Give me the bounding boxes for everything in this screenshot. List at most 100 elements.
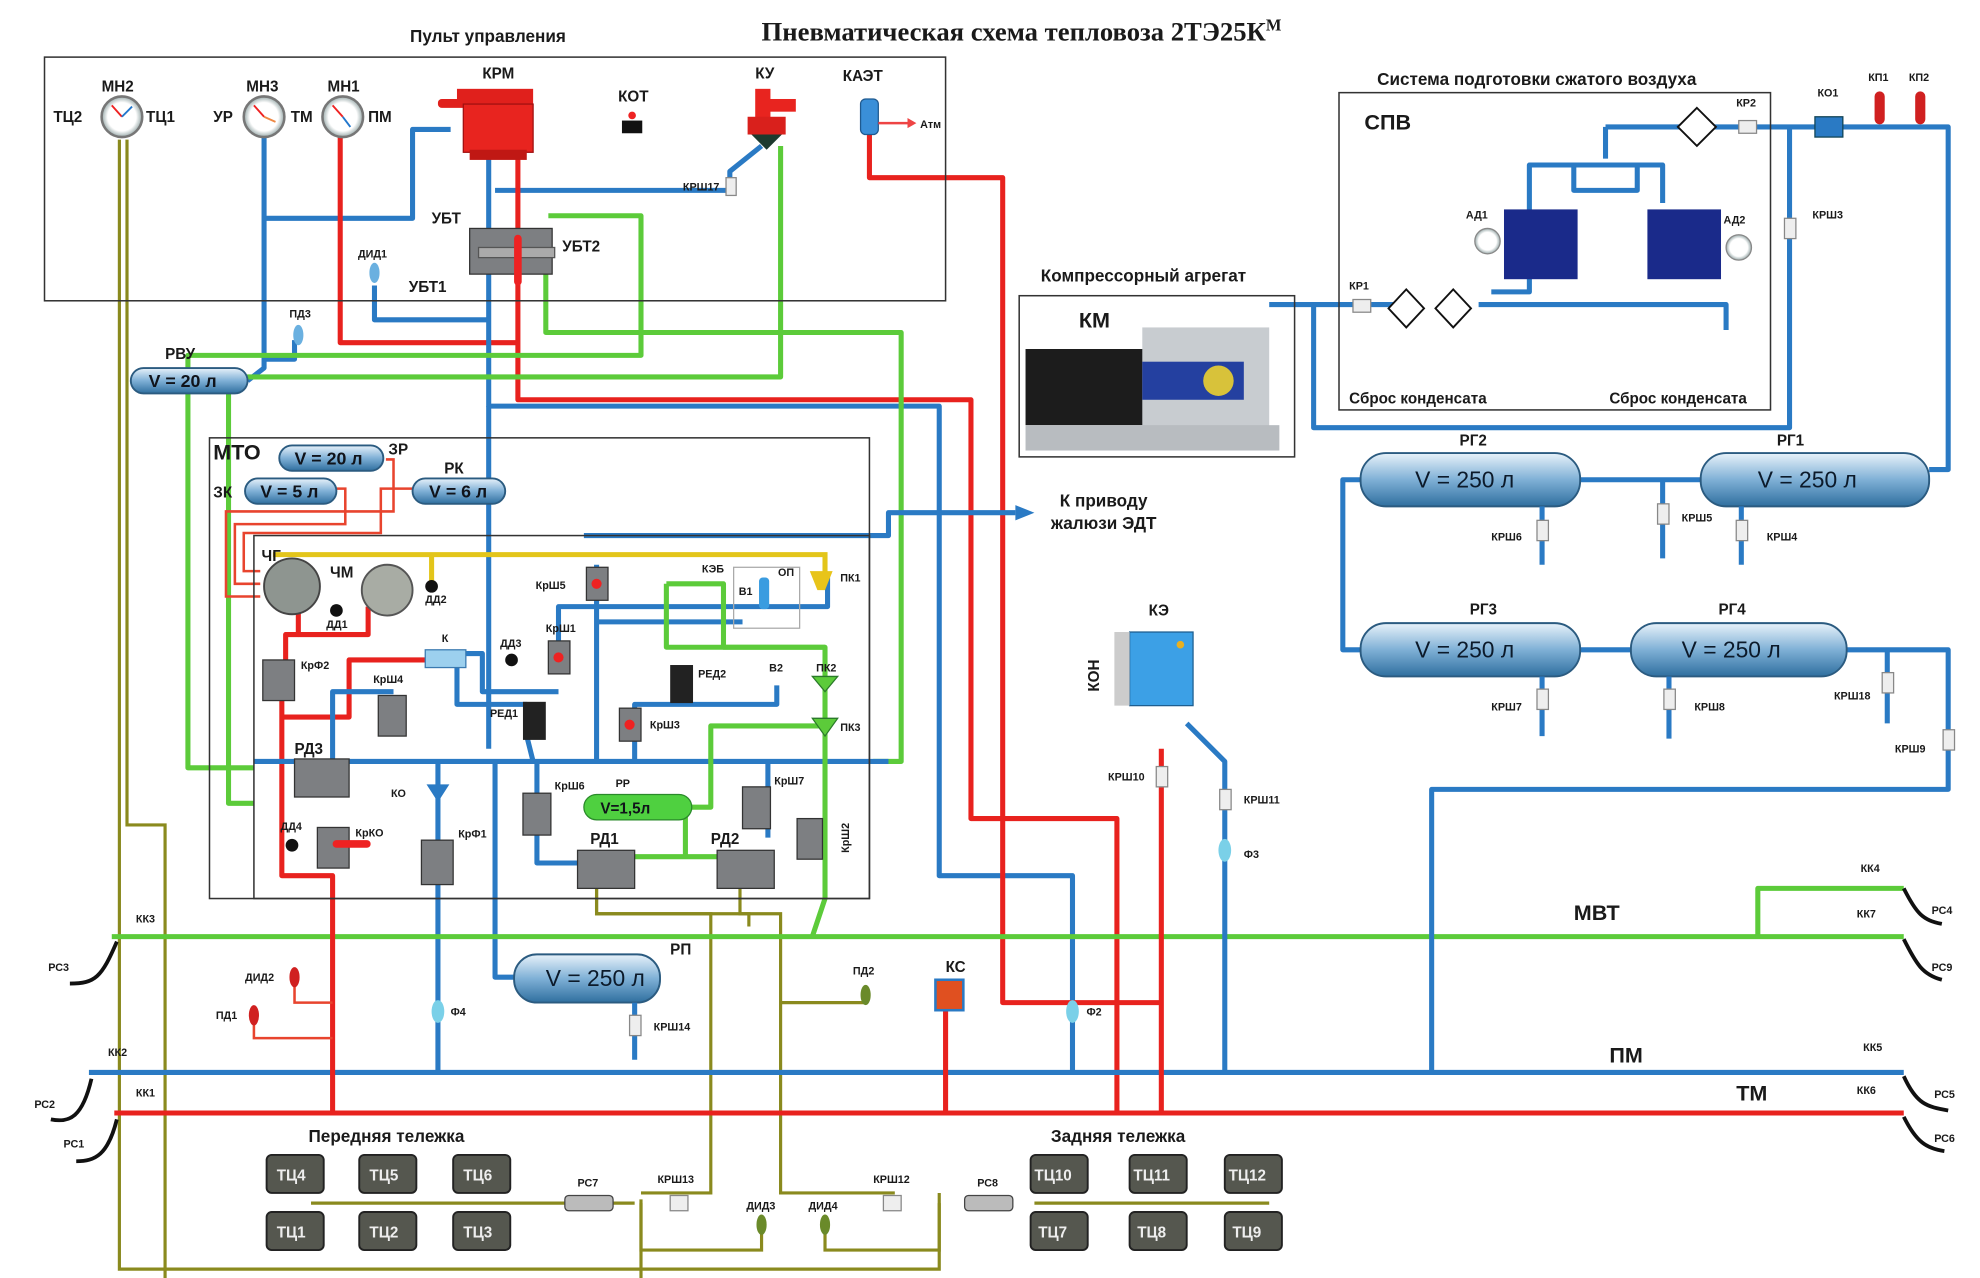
label-mn3: МН3 <box>246 78 278 95</box>
label-ko1: КО1 <box>1817 87 1838 99</box>
zk-volume: V = 5 л <box>260 481 318 501</box>
reservoir-rg4 <box>1629 622 1848 678</box>
cylinder-label: ТЦ5 <box>369 1167 398 1184</box>
label-tc1: ТЦ1 <box>146 109 175 126</box>
label-krsh7-mto: КрШ7 <box>774 775 804 787</box>
label-red2: РЕД2 <box>698 669 726 681</box>
label-rg1: РГ1 <box>1777 432 1805 449</box>
label-kp2: КП2 <box>1909 72 1929 84</box>
label-chm: ЧМ <box>330 564 353 581</box>
safety-valve-kp1 <box>1874 91 1885 125</box>
label-rd3: РД3 <box>295 741 324 758</box>
label-pm-gauge: ПМ <box>368 109 392 126</box>
hose-rs7 <box>564 1194 614 1212</box>
valve-kr2[interactable] <box>1738 119 1758 134</box>
label-dd2: ДД2 <box>425 594 446 606</box>
pk3-valve <box>811 717 839 738</box>
valve-krsh17[interactable] <box>725 177 737 197</box>
did1-sensor <box>369 262 380 284</box>
label-dd3: ДД3 <box>500 638 521 650</box>
gauge-mn1 <box>321 95 365 139</box>
valve-krf2[interactable] <box>262 659 296 702</box>
label-krko: КрКО <box>355 827 383 839</box>
rg2-volume: V = 250 л <box>1415 466 1514 492</box>
cylinder-label: ТЦ2 <box>369 1224 398 1241</box>
dryer-ad1 <box>1503 209 1578 280</box>
label-f3: Ф3 <box>1244 849 1259 861</box>
filter-f3 <box>1218 838 1232 862</box>
label-drain-left: Сброс конденсата <box>1349 391 1487 408</box>
label-tc2: ТЦ2 <box>53 109 82 126</box>
control-panel-box <box>43 56 947 302</box>
label-krf2: КрФ2 <box>301 660 329 672</box>
valve-krsh2-mto[interactable] <box>796 817 824 860</box>
cylinder-label: ТЦ12 <box>1229 1167 1266 1184</box>
arrow-right-icon <box>1015 505 1035 521</box>
valve-krsh7-mto[interactable] <box>741 786 772 830</box>
valve-krsh6-mto[interactable] <box>522 792 552 836</box>
did4-sensor <box>819 1214 831 1235</box>
label-rs6: РС6 <box>1934 1133 1955 1145</box>
label-krsh10: КРШ10 <box>1108 772 1145 784</box>
label-krm: КРМ <box>482 66 514 83</box>
valve-krsh10[interactable] <box>1155 765 1169 788</box>
label-krsh8: КРШ8 <box>1694 702 1725 714</box>
label-kon: КОН <box>1086 660 1103 692</box>
brake-lock-ubt <box>469 227 556 286</box>
label-rs2: РС2 <box>34 1099 55 1111</box>
label-mto: МТО <box>213 439 260 464</box>
label-rs5: РС5 <box>1934 1089 1955 1101</box>
shutter-drive-line1: К приводу <box>1060 490 1148 510</box>
label-mvt: МВТ <box>1574 900 1620 925</box>
rk-volume: V = 6 л <box>429 481 487 501</box>
label-zk: ЗК <box>213 484 233 501</box>
label-rs7: РС7 <box>578 1178 599 1190</box>
ko-valve <box>426 784 450 803</box>
label-krsh5-mto: КрШ5 <box>536 580 566 592</box>
air-prep-title: Система подготовки сжатого воздуха <box>1377 69 1697 89</box>
label-rg2: РГ2 <box>1460 432 1487 449</box>
label-kk2: КК2 <box>108 1047 127 1059</box>
valve-krsh12[interactable] <box>882 1194 902 1212</box>
filter-f4 <box>431 1000 445 1023</box>
label-kk6: КК6 <box>1857 1085 1876 1097</box>
label-kaet: КАЭТ <box>843 68 884 85</box>
label-krsh18: КРШ18 <box>1834 690 1871 702</box>
label-ur: УР <box>213 109 233 126</box>
kaet-device <box>859 98 917 136</box>
pd3-sensor <box>293 324 304 346</box>
label-krsh1-mto: КрШ1 <box>546 623 576 635</box>
k-block <box>424 649 467 669</box>
reservoir-rg2 <box>1359 452 1582 508</box>
pd1-sensor <box>248 1005 259 1026</box>
check-valve-ko1 <box>1814 116 1844 138</box>
valve-krsh11[interactable] <box>1219 788 1232 811</box>
label-ad2: АД2 <box>1724 214 1746 226</box>
label-krsh7: КРШ7 <box>1491 702 1522 714</box>
label-kp1: КП1 <box>1868 72 1888 84</box>
label-kk1: КК1 <box>136 1088 155 1100</box>
filter-3 <box>1676 106 1718 148</box>
cylinder-label: ТЦ10 <box>1034 1167 1071 1184</box>
label-did4: ДИД4 <box>809 1200 838 1212</box>
chg-device <box>263 557 321 616</box>
valve-krsh4-mto[interactable] <box>377 694 407 737</box>
valve-krko[interactable] <box>316 826 350 869</box>
cylinder-label: ТЦ11 <box>1133 1167 1170 1184</box>
label-chg: ЧГ <box>262 548 282 565</box>
compressor-title: Компрессорный агрегат <box>1041 266 1246 286</box>
valve-krsh13[interactable] <box>669 1194 689 1212</box>
tank-zr <box>278 444 385 472</box>
label-pk3: ПК3 <box>840 722 860 734</box>
valve-krsh3[interactable] <box>1783 217 1797 240</box>
red2-reducer <box>670 665 694 704</box>
label-dd1: ДД1 <box>326 619 347 631</box>
tank-rvu <box>129 367 249 395</box>
valve-krsh14[interactable] <box>628 1014 642 1037</box>
valve-krf1[interactable] <box>420 839 454 886</box>
air-prep-box <box>1338 91 1772 411</box>
kot-device <box>621 120 643 134</box>
valve-kr1[interactable] <box>1352 298 1372 313</box>
cylinder-label: ТЦ6 <box>463 1167 492 1184</box>
